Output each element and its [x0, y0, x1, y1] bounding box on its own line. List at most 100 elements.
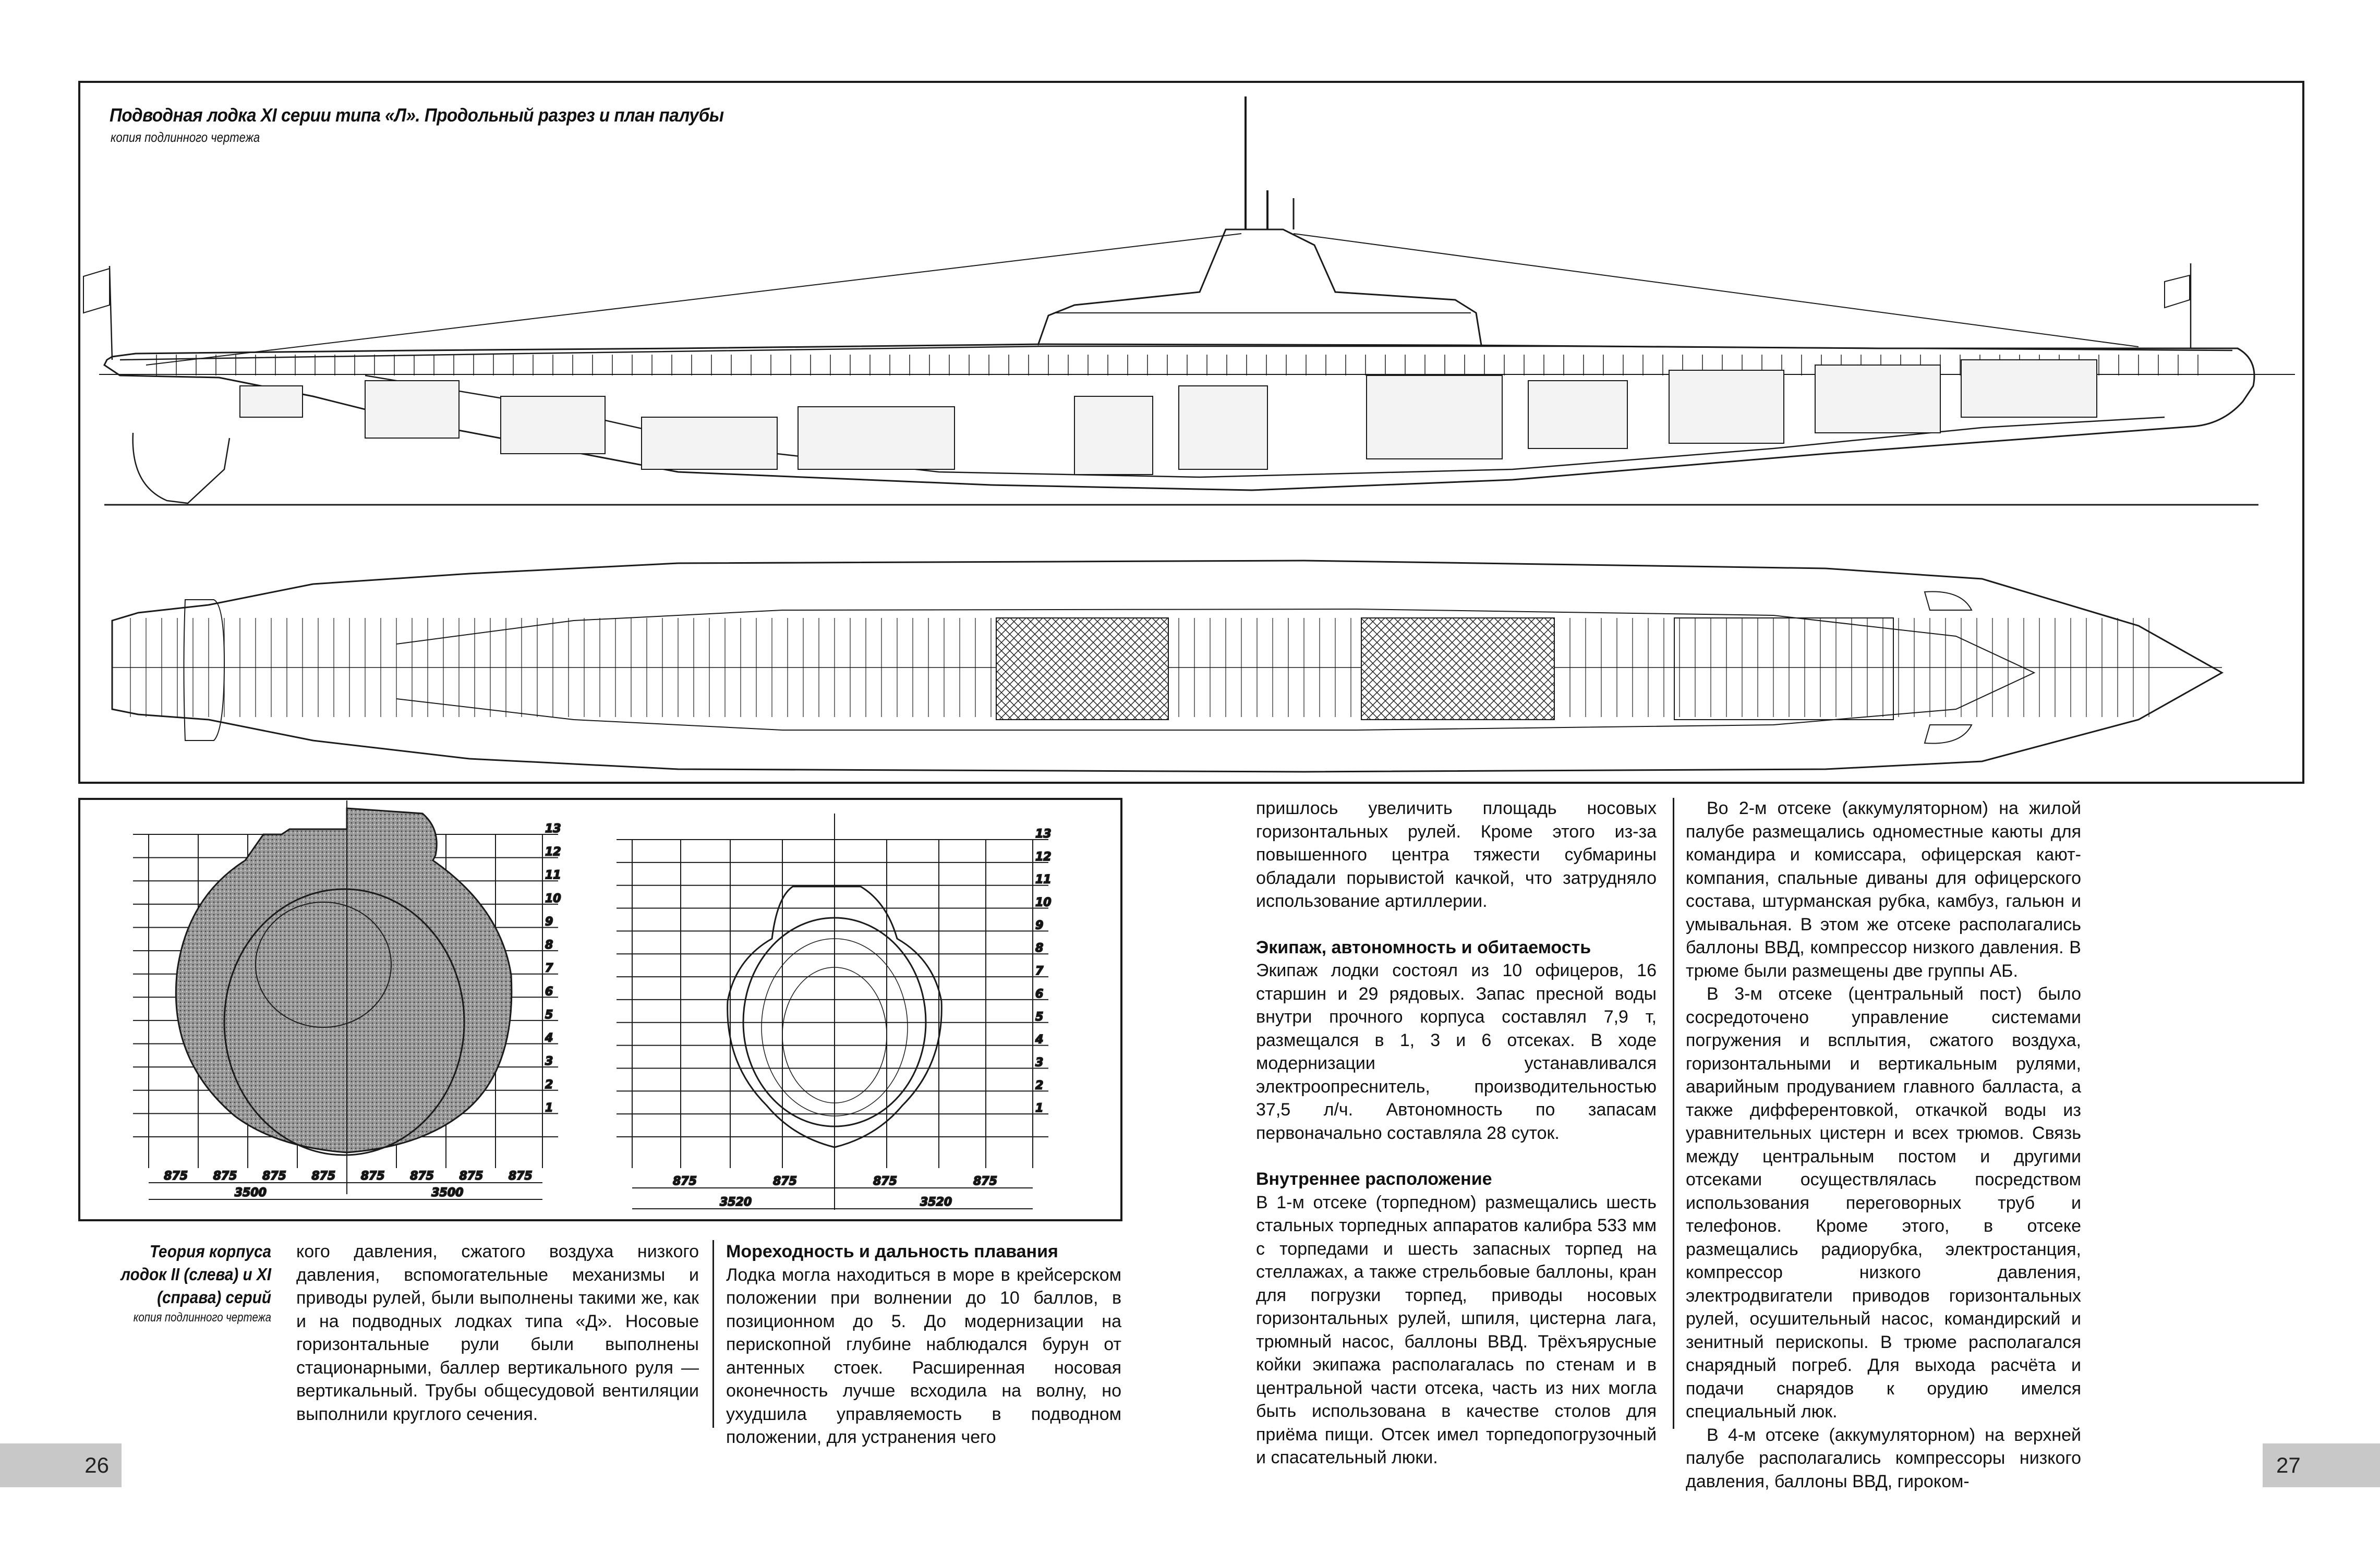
machinery-block	[1178, 385, 1268, 470]
text-column-2: Мореходность и дальность плавания Лодка …	[726, 1240, 1121, 1449]
section-heading-seaworthiness: Мореходность и дальность плавания	[726, 1242, 1058, 1261]
stern-hydroplanes	[183, 599, 225, 741]
machinery-blocks	[239, 359, 2097, 475]
paragraph: В 3-м отсеке (центральный пост) было сос…	[1686, 984, 2081, 1422]
caption-title-line: Теория корпуса	[149, 1242, 271, 1261]
waterline-label: 13	[545, 822, 561, 835]
dimension-label: 3520	[720, 1196, 752, 1209]
waterline-label: 11	[1035, 873, 1052, 887]
waterline-label: 2	[545, 1078, 553, 1091]
antenna-fwd	[1293, 233, 2139, 347]
jack-flag-icon	[2164, 274, 2190, 309]
dimensions-right: 875 875 875 875 3520 3520	[632, 1174, 1033, 1209]
machinery-block	[1528, 380, 1628, 449]
pressure-hull-circle-left	[223, 888, 465, 1156]
hull-figure-caption: Теория корпуса лодок II (слева) и XI (сп…	[78, 1240, 271, 1327]
paragraph: Экипаж лодки состоял из 10 офицеров, 16 …	[1256, 961, 1657, 1143]
bow-plane-port	[1924, 591, 1973, 611]
paragraph: В 1-м отсеке (торпедном) размещались шес…	[1256, 1192, 1657, 1468]
dimension-label: 875	[410, 1170, 434, 1183]
waterline-label: 8	[1035, 942, 1043, 955]
text-column-1: кого давления, сжатого воздуха низкого д…	[296, 1240, 699, 1426]
dimension-label: 875	[673, 1175, 697, 1188]
naval-ensign-icon	[83, 268, 110, 314]
machinery-block	[1366, 375, 1503, 459]
waterline-label: 8	[545, 939, 553, 952]
caption-title-line: (справа) серий	[157, 1288, 271, 1307]
machinery-block	[1074, 396, 1153, 475]
machinery-block	[798, 406, 955, 470]
page-number-right-text: 27	[2276, 1453, 2301, 1477]
dimension-label: 875	[361, 1170, 385, 1183]
paragraph: Лодка могла находиться в море в крейсерс…	[726, 1265, 1121, 1448]
paragraph: кого давления, сжатого воздуха низкого д…	[296, 1242, 699, 1424]
dimension-label: 3520	[920, 1196, 952, 1209]
page-number-left-text: 26	[84, 1453, 109, 1477]
figure-subtitle: копия подлинного чертежа	[111, 129, 260, 145]
page-number-left: 26	[0, 1443, 122, 1487]
waterline-label: 4	[545, 1032, 553, 1045]
rudder	[132, 432, 231, 504]
waterline-label: 5	[545, 1009, 553, 1022]
dimension-label: 875	[459, 1170, 483, 1183]
waterline-label: 7	[545, 962, 553, 975]
machinery-block	[641, 417, 778, 470]
deck-plan	[111, 560, 2224, 773]
waterline-label: 13	[1035, 828, 1052, 841]
deck-plan-outline	[111, 560, 2224, 773]
paragraph: Во 2-м отсеке (аккумуляторном) на жилой …	[1686, 798, 2081, 981]
dimension-label: 875	[164, 1170, 188, 1183]
waterline-label: 5	[1035, 1011, 1043, 1024]
dimension-label: 875	[311, 1170, 335, 1183]
deck-line	[119, 345, 2233, 361]
torpedo-room-plan	[1674, 617, 1894, 720]
figure-title: Подводная лодка XI серии типа «Л». Продо…	[110, 104, 724, 126]
antenna-aft	[146, 233, 1242, 366]
section-heading-crew: Экипаж, автономность и обитаемость	[1256, 937, 1591, 957]
machinery-block	[500, 396, 606, 454]
text-column-4: Во 2-м отсеке (аккумуляторном) на жилой …	[1686, 797, 2081, 1493]
dimension-label: 3500	[235, 1186, 267, 1199]
waterline-label: 6	[545, 985, 553, 998]
waterline-label: 1	[545, 1101, 553, 1114]
waterline-label: 1	[1035, 1102, 1043, 1115]
inner-section-left	[255, 902, 392, 1028]
dimension-label: 875	[213, 1170, 237, 1183]
side-profile-section	[83, 96, 2295, 506]
dimension-label: 3500	[431, 1186, 463, 1199]
page-number-right: 27	[2263, 1443, 2380, 1487]
waterline-label: 12	[1035, 851, 1052, 864]
machinery-block	[365, 380, 460, 439]
waterline-label: 11	[545, 869, 561, 882]
dimension-label: 875	[873, 1175, 897, 1188]
dimension-label: 875	[509, 1170, 533, 1183]
machinery-block	[1961, 359, 2097, 418]
paragraph: В 4-м отсеке (аккумуляторном) на верхней…	[1686, 1425, 2081, 1491]
column-divider	[712, 1240, 714, 1428]
waterline-label: 6	[1035, 988, 1043, 1001]
battery-group-1	[996, 617, 1169, 720]
paragraph: пришлось увеличить площадь носовых гориз…	[1256, 798, 1657, 911]
caption-subtitle: копия подлинного чертежа	[133, 1310, 272, 1325]
dimension-label: 875	[973, 1175, 997, 1188]
dimension-label: 875	[262, 1170, 286, 1183]
dimension-label: 875	[773, 1175, 797, 1188]
machinery-block	[239, 385, 303, 418]
waterline-label: 10	[545, 892, 561, 905]
waterline-label: 3	[545, 1055, 553, 1068]
waterline-label: 12	[545, 846, 561, 859]
waterline-label: 9	[545, 915, 553, 928]
dimensions-left: 875 875 875 875 875 875 875 875 3500 3500	[149, 1169, 542, 1200]
caption-title-line: лодок II (слева) и XI	[120, 1265, 271, 1284]
waterline-label: 3	[1035, 1056, 1043, 1069]
battery-group-2	[1361, 617, 1555, 720]
waterline-label: 4	[1035, 1034, 1043, 1047]
pressure-hull-plan	[396, 608, 2036, 731]
conning-tower	[1037, 228, 1482, 346]
waterline-label: 7	[1035, 965, 1044, 978]
waterline-label: 9	[1035, 919, 1043, 932]
